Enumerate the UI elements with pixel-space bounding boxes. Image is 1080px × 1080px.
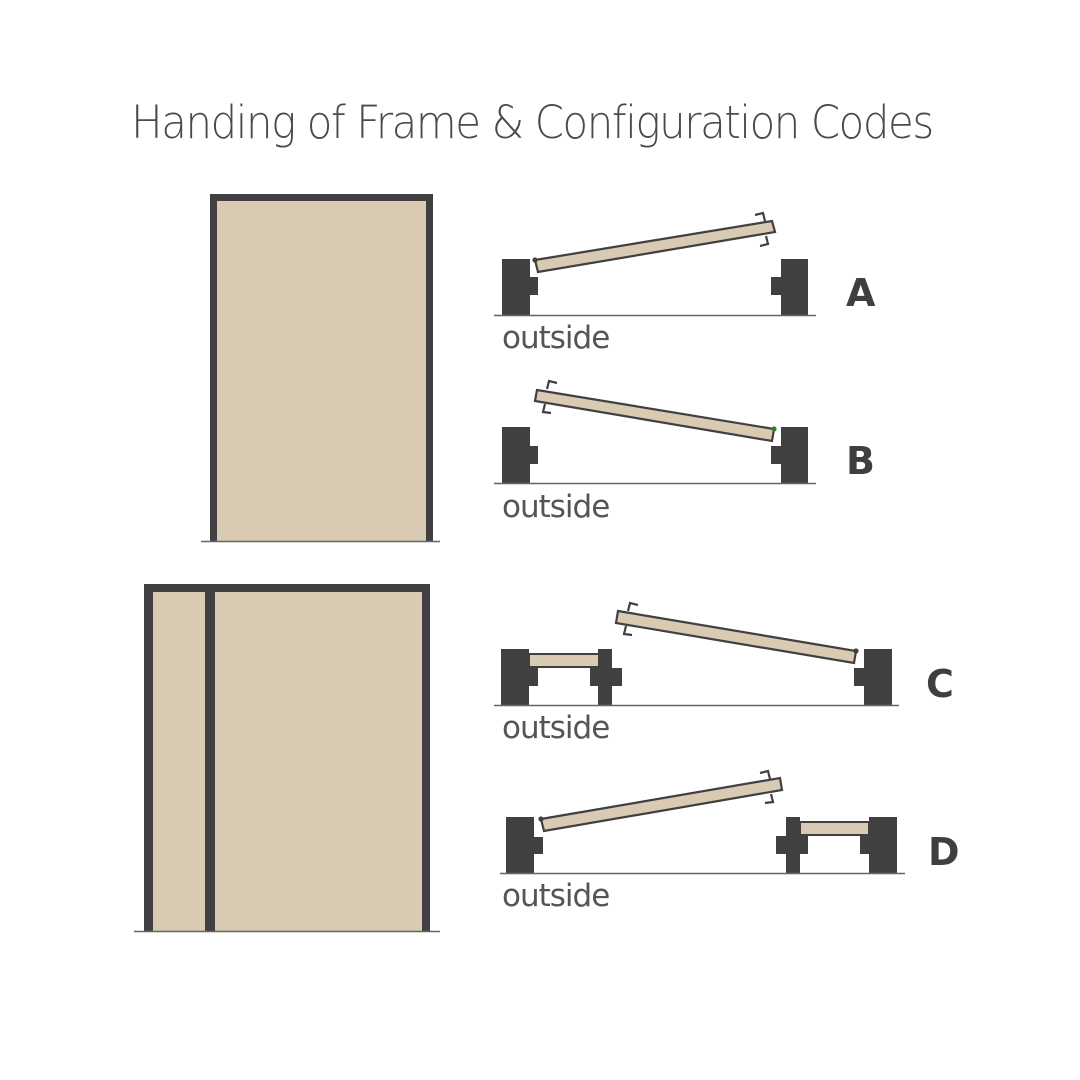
door-leaf <box>539 776 784 833</box>
left-jamb <box>502 427 538 483</box>
right-jamb <box>860 817 897 873</box>
right-jamb <box>771 259 808 315</box>
right-jamb <box>854 649 892 706</box>
outside-label: outside <box>502 878 609 914</box>
door-leaf <box>533 388 776 443</box>
mullion <box>776 817 808 873</box>
config-code-label: C <box>926 662 954 706</box>
handle-icon <box>759 769 775 805</box>
handle-icon <box>622 601 639 637</box>
left-jamb <box>501 649 538 706</box>
door-leaf <box>614 609 858 665</box>
door-leaf <box>533 219 777 274</box>
hinge-icon <box>771 426 777 432</box>
handle-icon <box>754 211 770 248</box>
hinge-icon <box>538 816 544 822</box>
outside-label: outside <box>502 489 609 525</box>
mullion <box>590 649 622 706</box>
sidelight-glass <box>799 821 870 836</box>
left-jamb <box>502 259 538 315</box>
configuration-c: outside C <box>494 601 954 746</box>
hinge-icon <box>532 257 538 263</box>
outside-label: outside <box>502 710 609 746</box>
configuration-a: outside A <box>494 211 876 356</box>
door-with-sidelight-frame <box>134 584 440 933</box>
hinge-icon <box>853 648 859 654</box>
config-code-label: B <box>846 439 875 483</box>
page-title: Handing of Frame & Configuration Codes <box>131 96 934 149</box>
left-jamb <box>506 817 543 873</box>
right-jamb <box>771 427 808 483</box>
config-code-label: D <box>928 830 960 874</box>
config-code-label: A <box>846 271 876 315</box>
sidelight-glass <box>528 653 600 668</box>
configuration-d: outside D <box>500 769 960 914</box>
outside-label: outside <box>502 320 609 356</box>
configuration-b: outside B <box>494 379 875 525</box>
single-door-frame <box>201 194 440 543</box>
handle-icon <box>541 379 558 415</box>
